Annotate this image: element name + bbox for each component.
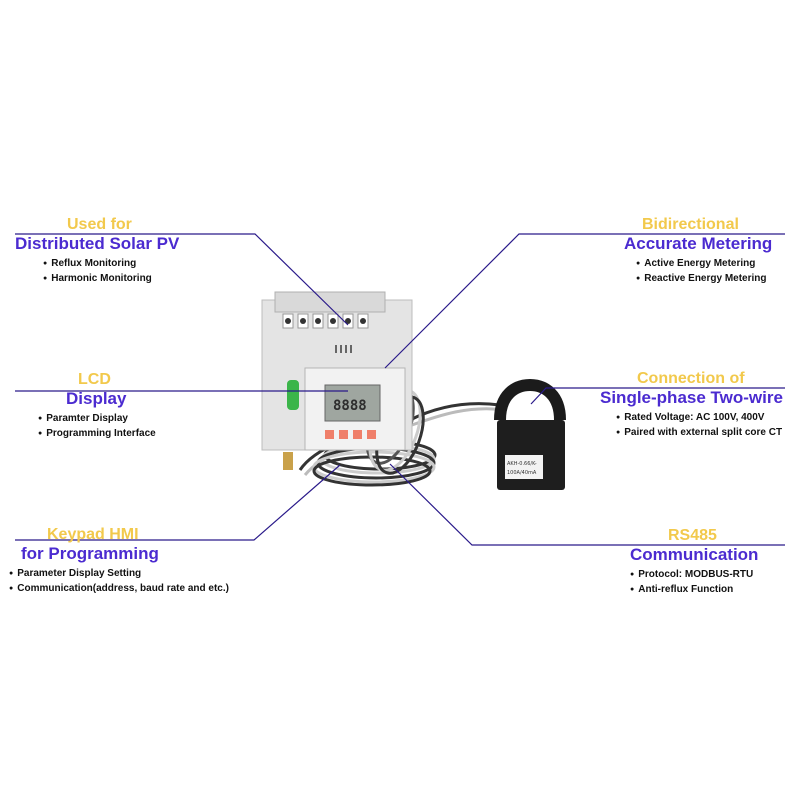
callout-metering-bullets: Active Energy Metering Reactive Energy M… bbox=[618, 257, 772, 287]
callout-rs485-bullets: Protocol: MODBUS-RTU Anti-reflux Functio… bbox=[630, 568, 758, 598]
bullet-item: Reactive Energy Metering bbox=[636, 272, 772, 287]
callout-lcd-bullets: Paramter Display Programming Interface bbox=[23, 412, 156, 442]
bullet-item: Communication(address, baud rate and etc… bbox=[9, 582, 229, 597]
callout-metering: Bidirectional Accurate Metering Active E… bbox=[618, 215, 772, 287]
callout-metering-title: Bidirectional bbox=[642, 216, 739, 233]
callout-solar-subtitle: Distributed Solar PV bbox=[15, 234, 180, 253]
leader-keypad bbox=[15, 464, 341, 541]
callout-connection-title: Connection of bbox=[637, 370, 745, 387]
bullet-item: Harmonic Monitoring bbox=[43, 272, 179, 287]
bullet-item: Anti-reflux Function bbox=[630, 583, 758, 598]
key-2 bbox=[339, 430, 348, 439]
callout-connection-bullets: Rated Voltage: AC 100V, 400V Paired with… bbox=[600, 411, 783, 441]
callout-rs485: RS485 Communication Protocol: MODBUS-RTU… bbox=[630, 526, 758, 598]
bullet-item: Paired with external split core CT bbox=[616, 426, 783, 441]
callout-solar-bullets: Reflux Monitoring Harmonic Monitoring bbox=[15, 257, 179, 287]
status-sticker bbox=[287, 380, 299, 410]
callout-solar-title: Used for bbox=[67, 216, 132, 233]
lcd-digits: 8888 bbox=[333, 398, 367, 414]
callout-connection-subtitle: Single-phase Two-wire bbox=[600, 388, 783, 407]
callout-keypad: Keypad HMI for Programming Parameter Dis… bbox=[9, 525, 229, 597]
bullet-item: Programming Interface bbox=[38, 427, 155, 442]
leader-metering bbox=[384, 233, 785, 369]
callout-keypad-subtitle: for Programming bbox=[21, 544, 159, 563]
bullet-item: Reflux Monitoring bbox=[43, 257, 179, 272]
key-4 bbox=[367, 430, 376, 439]
ct-label-line-1: AKH-0.66/K- bbox=[507, 461, 537, 467]
callout-keypad-title: Keypad HMI bbox=[47, 526, 139, 543]
bullet-item: Paramter Display bbox=[38, 412, 156, 427]
callout-solar: Used for Distributed Solar PV Reflux Mon… bbox=[15, 215, 179, 287]
callout-connection: Connection of Single-phase Two-wire Rate… bbox=[600, 369, 783, 441]
key-1 bbox=[325, 430, 334, 439]
leader-rs485 bbox=[389, 463, 785, 546]
ct-label-line-2: 100A/40mA bbox=[507, 470, 537, 476]
bullet-item: Active Energy Metering bbox=[636, 257, 772, 272]
split-core-ct: AKH-0.66/K- 100A/40mA bbox=[494, 378, 566, 490]
leader-solar bbox=[15, 233, 349, 326]
energy-meter: 8888 bbox=[261, 291, 413, 470]
keypad bbox=[325, 430, 376, 439]
callout-rs485-title: RS485 bbox=[668, 527, 717, 544]
callout-keypad-bullets: Parameter Display Setting Communication(… bbox=[9, 567, 229, 597]
bullet-item: Parameter Display Setting bbox=[9, 567, 229, 582]
leader-connection bbox=[530, 387, 785, 405]
leader-lines bbox=[15, 233, 785, 546]
callout-metering-subtitle: Accurate Metering bbox=[624, 234, 773, 253]
bullet-item: Protocol: MODBUS-RTU bbox=[630, 568, 758, 583]
terminal-screws bbox=[282, 313, 369, 329]
callout-lcd: LCD Display Paramter Display Programming… bbox=[23, 370, 156, 442]
callout-lcd-subtitle: Display bbox=[66, 389, 127, 408]
key-3 bbox=[353, 430, 362, 439]
callout-lcd-title: LCD bbox=[78, 371, 111, 388]
bullet-item: Rated Voltage: AC 100V, 400V bbox=[616, 411, 783, 426]
callout-rs485-subtitle: Communication bbox=[630, 545, 759, 564]
